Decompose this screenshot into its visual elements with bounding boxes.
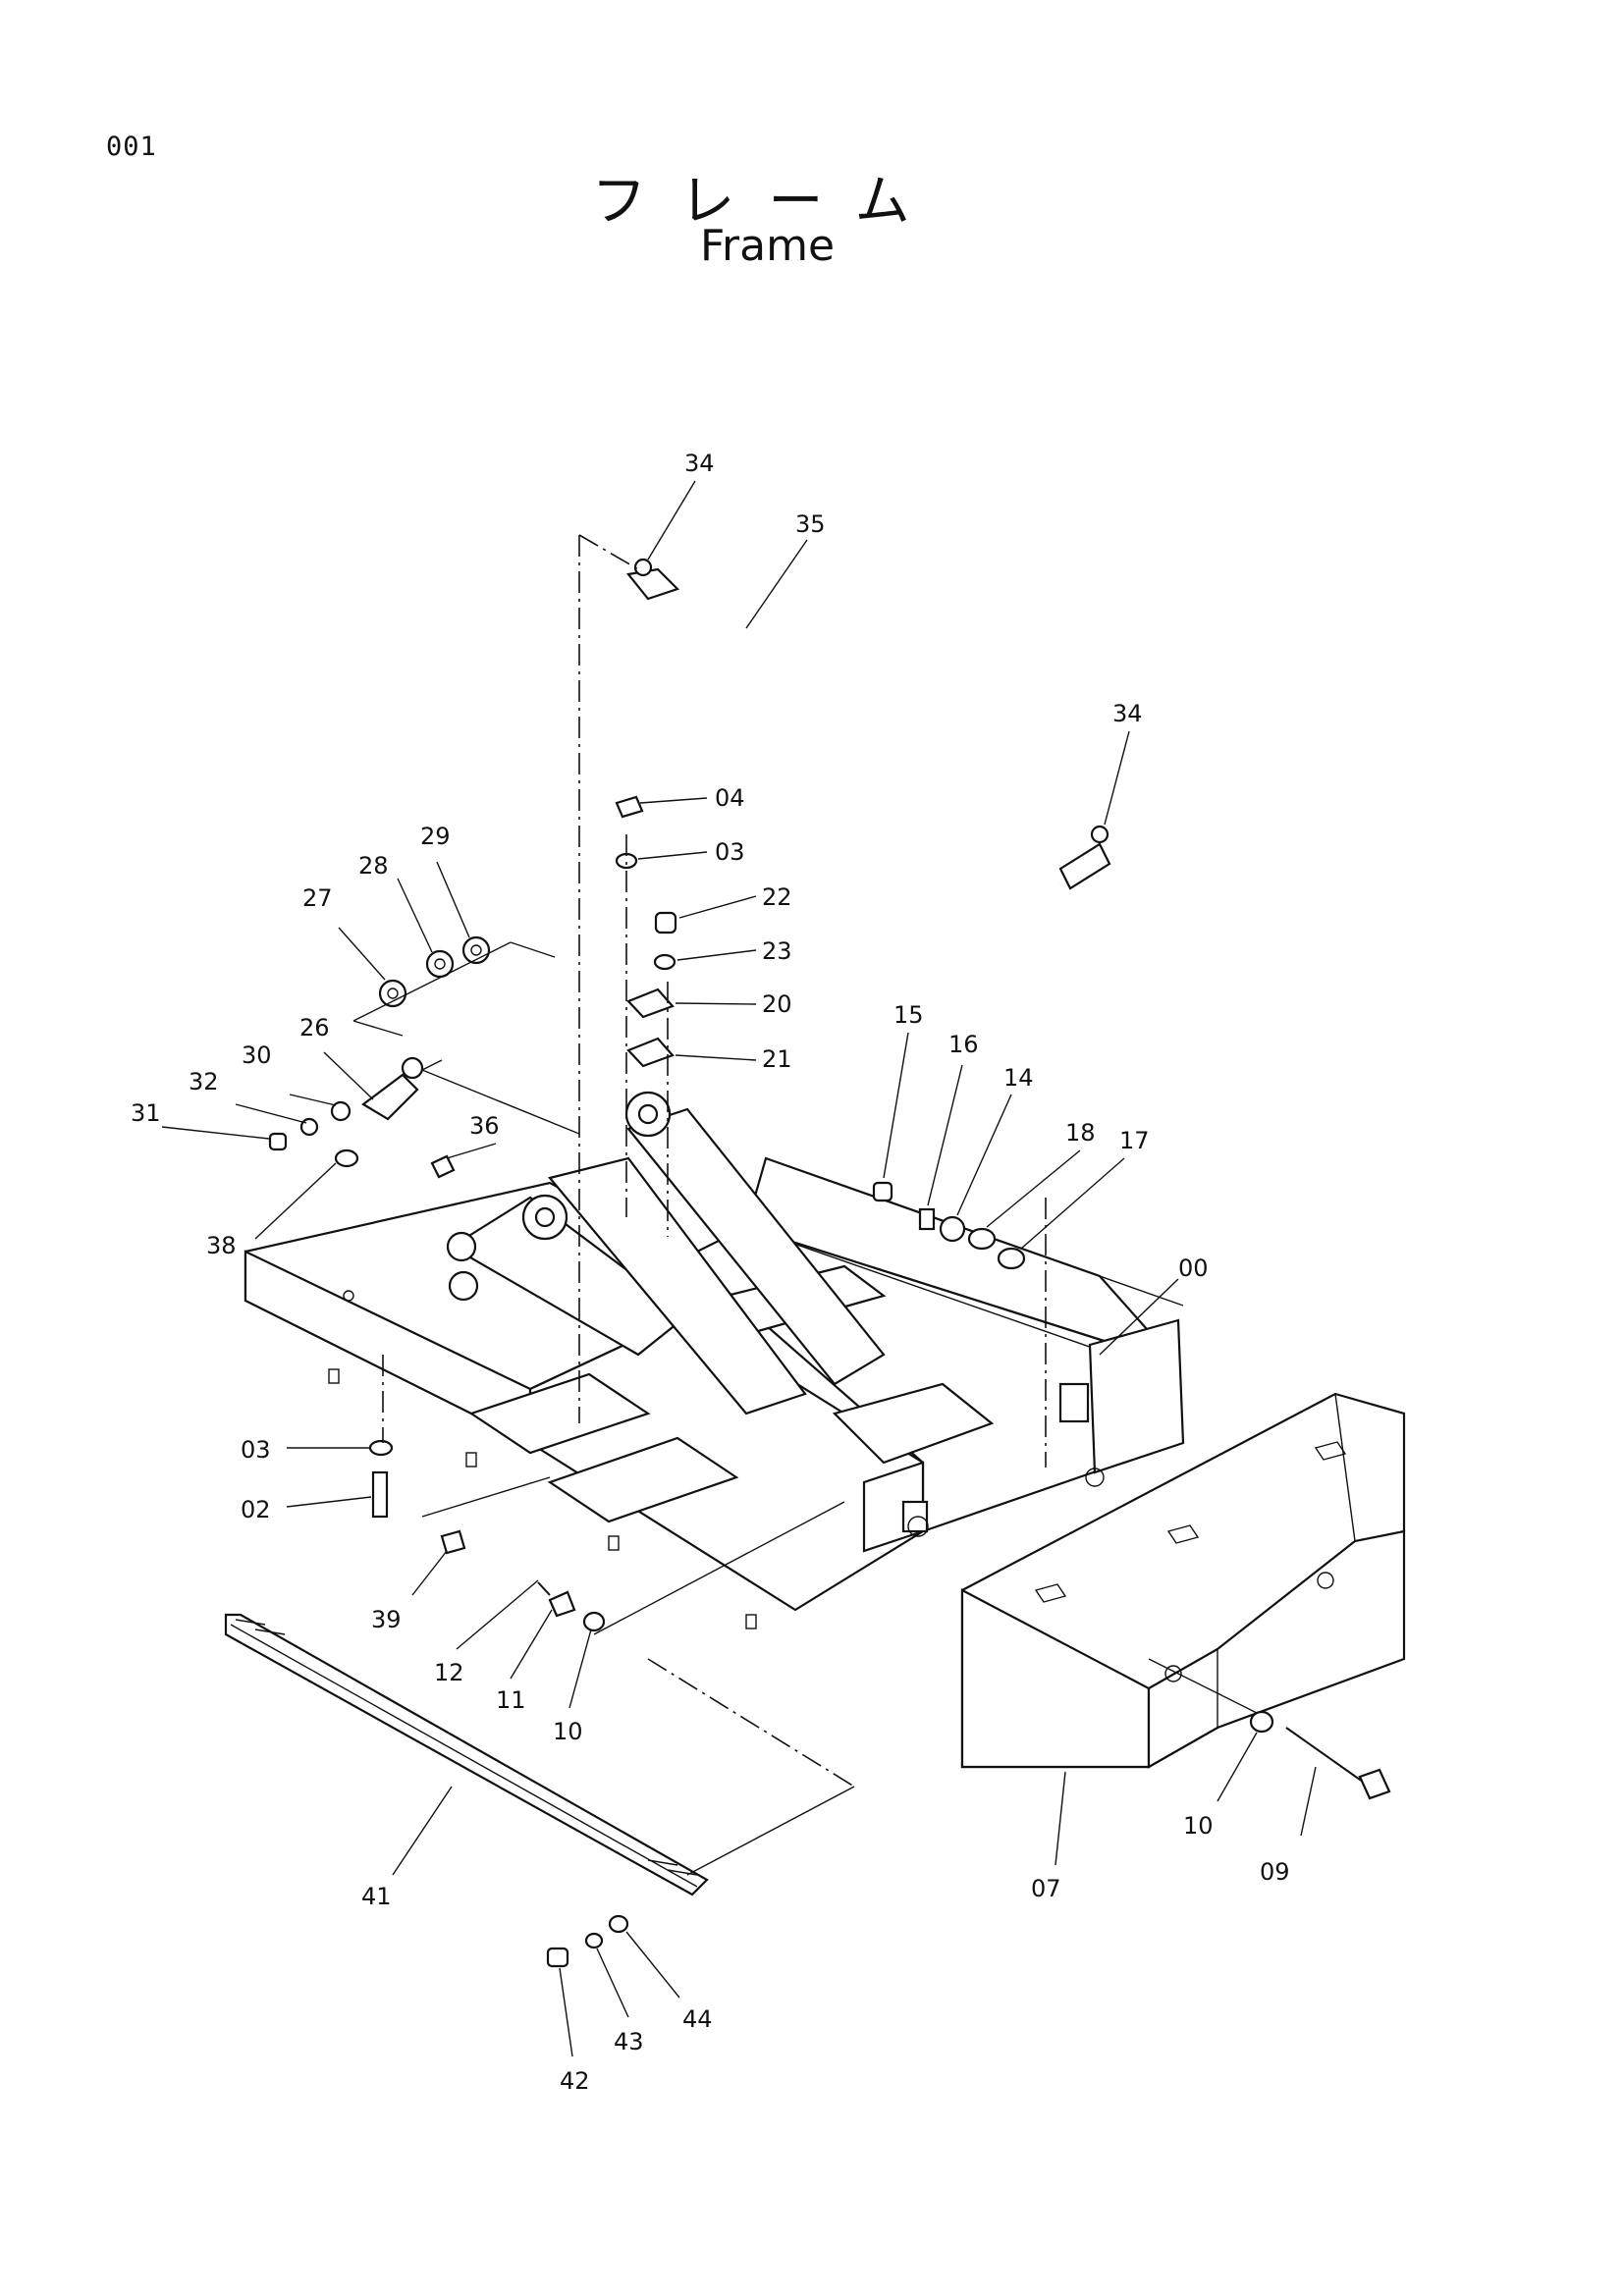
callout-02: 02 (241, 1496, 271, 1523)
callout-14: 14 (1003, 1064, 1034, 1092)
title-english: Frame (699, 221, 836, 271)
callout-41: 41 (361, 1883, 392, 1910)
small-parts (268, 795, 1391, 1968)
callout-04: 04 (715, 784, 745, 812)
callout-29: 29 (420, 823, 451, 850)
title-japanese: フレーム (591, 170, 944, 234)
callout-43: 43 (614, 2028, 644, 2056)
callout-20: 20 (762, 990, 792, 1018)
callout-38: 38 (206, 1232, 237, 1259)
callout-12: 12 (434, 1659, 464, 1686)
callout-16: 16 (948, 1031, 979, 1058)
callout-00: 00 (1178, 1255, 1209, 1282)
page-number: 001 (106, 132, 157, 162)
callout-23: 23 (762, 937, 792, 965)
callout-42: 42 (560, 2067, 590, 2095)
leader-lines (161, 480, 1317, 2057)
callout-17: 17 (1119, 1127, 1150, 1154)
step-plate (224, 1613, 709, 1896)
callout-39: 39 (371, 1606, 402, 1633)
callout-27: 27 (302, 884, 333, 912)
callout-21: 21 (762, 1045, 792, 1073)
callout-07: 07 (1031, 1875, 1061, 1902)
assembly-guide-lines (352, 534, 1258, 1876)
callout-44: 44 (682, 2005, 713, 2033)
counterweight (960, 1392, 1406, 1769)
callout-10-left: 10 (553, 1718, 583, 1745)
callout-labels: 34 35 34 04 03 22 23 20 21 29 28 27 26 3… (131, 450, 1290, 2095)
callout-10-right: 10 (1183, 1812, 1214, 1840)
callout-34-top: 34 (684, 450, 715, 477)
main-frame (243, 1091, 1185, 1629)
callout-18: 18 (1065, 1119, 1096, 1147)
callout-03-lower: 03 (241, 1436, 271, 1464)
callout-35: 35 (795, 510, 826, 538)
callout-11: 11 (496, 1686, 526, 1714)
callout-15: 15 (893, 1001, 924, 1029)
callout-30: 30 (242, 1041, 272, 1069)
callout-32: 32 (189, 1068, 219, 1095)
callout-36: 36 (469, 1112, 500, 1140)
callout-31: 31 (131, 1099, 161, 1127)
callout-22: 22 (762, 883, 792, 911)
callout-28: 28 (358, 852, 389, 880)
callout-34-right: 34 (1112, 700, 1143, 727)
hose-assembly (625, 558, 1111, 938)
callout-03-upper: 03 (715, 838, 745, 866)
callout-09: 09 (1260, 1858, 1290, 1886)
callout-26: 26 (299, 1014, 330, 1041)
